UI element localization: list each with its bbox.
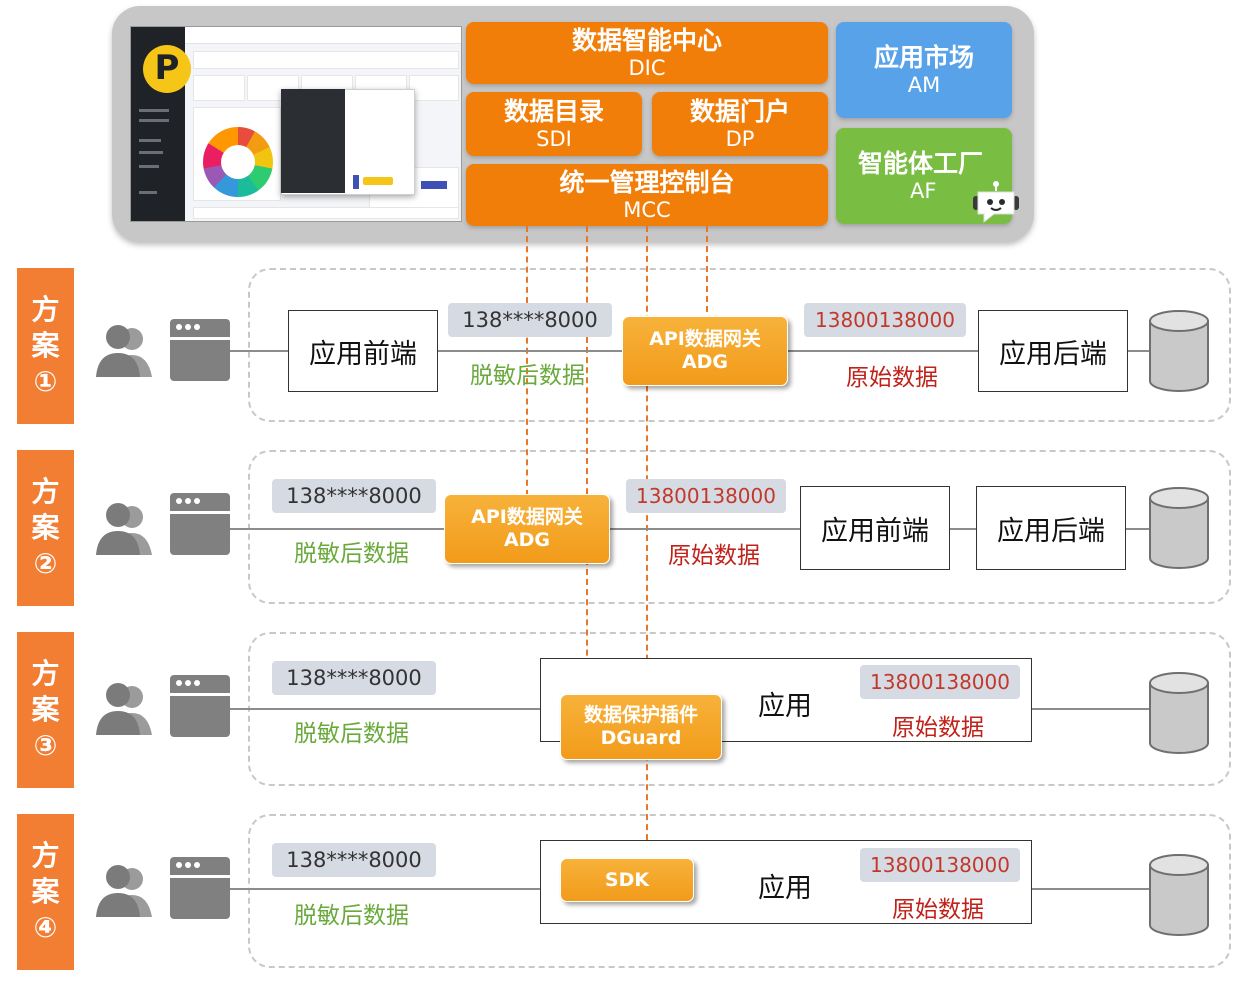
app-backend-box: 应用后端 [976, 486, 1126, 570]
application-label: 应用 [758, 873, 812, 904]
database-icon [1149, 672, 1209, 754]
masked-data-label: 脱敏后数据 [294, 903, 409, 929]
masked-value-chip: 138****8000 [272, 479, 436, 513]
app-frontend-box: 应用前端 [288, 310, 438, 392]
dic-module: 数据智能中心 DIC [466, 22, 828, 84]
raw-data-label: 原始数据 [892, 897, 984, 923]
sdi-module: 数据目录 SDI [466, 92, 642, 156]
database-icon [1149, 487, 1209, 569]
masked-data-label: 脱敏后数据 [294, 721, 409, 747]
masked-value-chip: 138****8000 [272, 661, 436, 695]
browser-window-icon [170, 857, 230, 919]
scheme-1-container [248, 268, 1231, 422]
api-gateway-adg: API数据网关 ADG [444, 494, 610, 564]
browser-window-icon [170, 675, 230, 737]
dp-module: 数据门户 DP [652, 92, 828, 156]
dguard-plugin: 数据保护插件 DGuard [560, 694, 722, 760]
mcc-module: 统一管理控制台 MCC [466, 164, 828, 226]
connector-row1 [706, 226, 708, 322]
screenshot-topbar [185, 27, 461, 44]
app-backend-box: 应用后端 [978, 310, 1128, 392]
browser-window-icon [170, 319, 230, 381]
scheme-4-container [248, 814, 1231, 968]
masked-value-chip: 138****8000 [448, 303, 612, 337]
am-module: 应用市场 AM [836, 22, 1012, 118]
scheme-3-label: 方 案 ③ [17, 632, 74, 788]
raw-value-chip: 13800138000 [860, 665, 1020, 699]
raw-data-label: 原始数据 [892, 715, 984, 741]
users-icon [96, 503, 152, 555]
connector-row3 [586, 226, 588, 696]
scheme-2-label: 方 案 ② [17, 450, 74, 606]
app-frontend-box: 应用前端 [800, 486, 950, 570]
screenshot-logo: P [143, 45, 191, 93]
raw-data-label: 原始数据 [668, 543, 760, 569]
masked-data-label: 脱敏后数据 [294, 541, 409, 567]
masked-value-chip: 138****8000 [272, 843, 436, 877]
database-icon [1149, 854, 1209, 936]
application-label: 应用 [758, 691, 812, 722]
users-icon [96, 683, 152, 735]
robot-icon [973, 181, 1019, 224]
raw-data-label: 原始数据 [846, 365, 938, 391]
raw-value-chip: 13800138000 [860, 848, 1020, 882]
raw-value-chip: 13800138000 [804, 303, 966, 337]
api-gateway-adg: API数据网关 ADG [622, 316, 788, 386]
sdk-box: SDK [560, 858, 694, 902]
users-icon [96, 325, 152, 377]
connector-sdi-row2 [526, 226, 528, 506]
users-icon [96, 865, 152, 917]
scheme-4-label: 方 案 ④ [17, 814, 74, 970]
connector-row4 [646, 226, 648, 860]
console-screenshot: P [130, 26, 462, 222]
browser-window-icon [170, 493, 230, 555]
masked-data-label: 脱敏后数据 [470, 363, 585, 389]
scheme-2-container [248, 450, 1231, 604]
scheme-1-label: 方 案 ① [17, 268, 74, 424]
database-icon [1149, 310, 1209, 392]
raw-value-chip: 13800138000 [626, 479, 786, 513]
